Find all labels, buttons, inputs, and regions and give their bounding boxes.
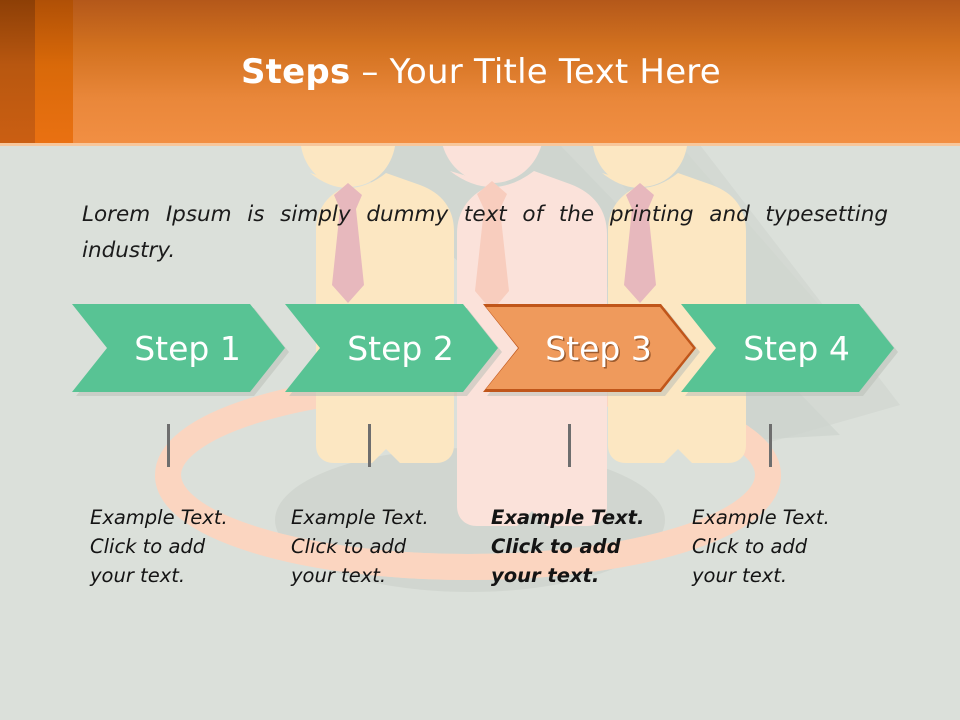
note-4-line-3: your text.	[692, 564, 788, 587]
title-rest-part: – Your Title Text Here	[350, 52, 721, 92]
step-chevron-1-label: Step 1	[134, 328, 241, 368]
step-chevron-3[interactable]: Step 3	[483, 304, 696, 392]
note-3-line-1: Example Text.	[491, 506, 645, 529]
step-chevron-4-label: Step 4	[743, 328, 850, 368]
step-chevron-1[interactable]: Step 1	[72, 304, 285, 392]
slide-header	[0, 0, 960, 145]
step-chevron-4[interactable]: Step 4	[681, 304, 894, 392]
note-1-line-1: Example Text.	[90, 506, 228, 529]
note-3-line-3: your text.	[491, 564, 600, 587]
body-paragraph: Lorem Ipsum is simply dummy text of the …	[82, 197, 888, 269]
connector-tick-1	[167, 424, 170, 467]
note-block-1[interactable]: Example Text. Click to add your text.	[90, 503, 275, 590]
note-block-3[interactable]: Example Text. Click to add your text.	[491, 503, 676, 590]
title-bold-part: Steps	[241, 52, 351, 92]
note-1-line-3: your text.	[90, 564, 186, 587]
steps-chevron-row: Step 1 Step 2 Step 3 Step 4	[0, 304, 960, 396]
step-chevron-3-fill	[486, 307, 693, 389]
ring-decoration-front	[155, 474, 781, 580]
note-2-line-2: Click to add	[291, 535, 407, 558]
step-chevron-3-label: Step 3	[545, 328, 652, 368]
note-2-line-1: Example Text.	[291, 506, 429, 529]
header-stripe-dark	[0, 0, 35, 145]
connector-tick-2	[368, 424, 371, 467]
connector-tick-3	[568, 424, 571, 467]
note-4-line-2: Click to add	[692, 535, 808, 558]
header-stripe-bright	[35, 0, 73, 145]
step-chevron-2-label: Step 2	[347, 328, 454, 368]
connector-tick-4	[769, 424, 772, 467]
note-3-line-2: Click to add	[491, 535, 621, 558]
step-chevron-2[interactable]: Step 2	[285, 304, 498, 392]
note-1-line-2: Click to add	[90, 535, 206, 558]
note-4-line-1: Example Text.	[692, 506, 830, 529]
note-2-line-3: your text.	[291, 564, 387, 587]
page-title: Steps – Your Title Text Here	[241, 52, 721, 92]
note-block-4[interactable]: Example Text. Click to add your text.	[692, 503, 877, 590]
header-underline	[0, 143, 960, 146]
note-block-2[interactable]: Example Text. Click to add your text.	[291, 503, 476, 590]
body-paragraph-text: Lorem Ipsum is simply dummy text of the …	[82, 202, 888, 263]
